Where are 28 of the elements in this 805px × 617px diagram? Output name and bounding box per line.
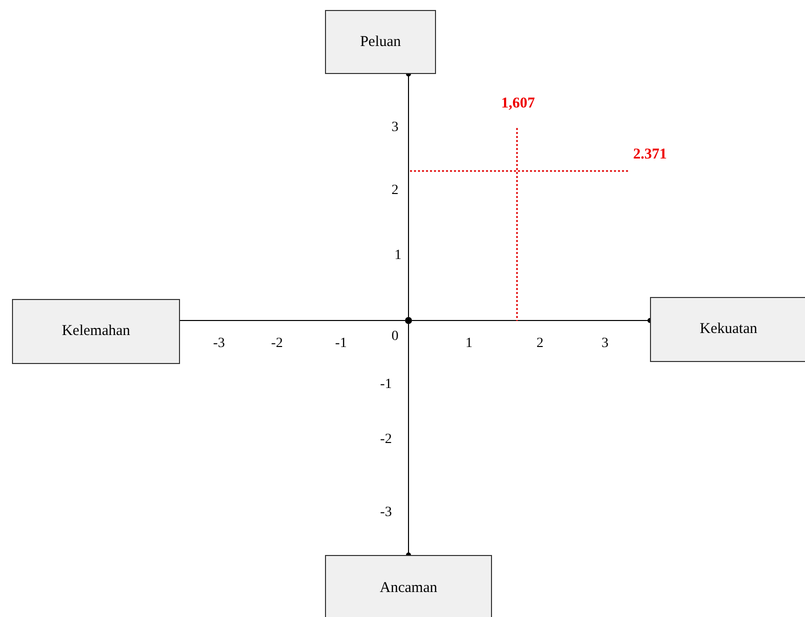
quadrant-label-box [650,297,805,362]
tick-label: -2 [380,432,392,448]
tick-label: -1 [335,336,347,352]
value-label: 2.371 [633,146,667,164]
value-label: 1,607 [501,96,535,112]
quadrant-label-box [12,299,180,364]
tick-label: 2 [536,336,544,352]
axis-line [406,72,411,318]
axis-line [406,324,411,558]
quadrant-label-box [325,555,492,617]
tick-label: -1 [380,377,392,393]
axis-line [412,318,652,323]
tick-label: -3 [213,336,225,352]
center-point [405,317,412,324]
box-label: Kelemahan [62,323,130,340]
tick-label: 1 [466,336,472,352]
tick-label: 1 [394,248,402,264]
tick-label: 3 [602,336,608,352]
box-label: Kekuatan [700,321,758,338]
box-label: Peluan [360,34,401,50]
tick-label: 0 [392,329,398,345]
axis-line [180,320,406,321]
quadrant-label-box [325,10,436,74]
tick-label: -3 [380,505,392,521]
tick-label: 2 [392,183,398,199]
tick-label: 3 [392,120,398,136]
box-label: Ancaman [380,580,438,596]
tick-label: -2 [271,336,283,352]
